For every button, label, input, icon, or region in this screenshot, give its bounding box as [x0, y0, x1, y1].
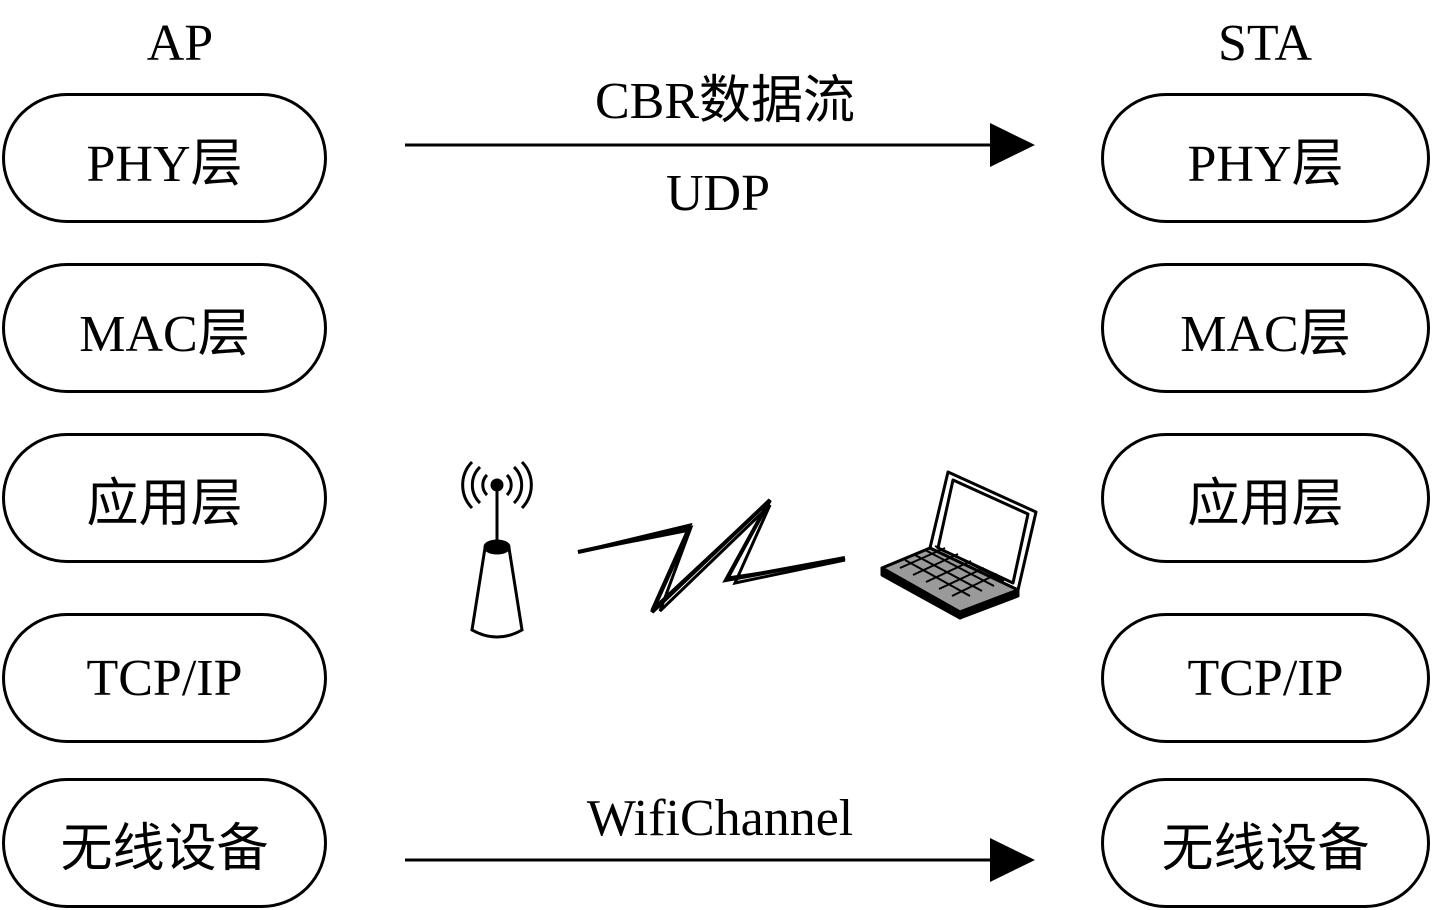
ap-layer-tcpip: TCP/IP	[2, 613, 327, 743]
ap-layer-phy: PHY层	[2, 93, 327, 223]
sta-title: STA	[1217, 15, 1313, 72]
antenna-tower-icon	[461, 460, 533, 639]
ap-layer-app: 应用层	[2, 433, 327, 563]
sta-layer-mac-label: MAC层	[1180, 305, 1351, 363]
sta-layer-tcpip: TCP/IP	[1101, 613, 1430, 743]
bottom-flow-arrow-icon	[405, 838, 1035, 882]
ap-layer-tcpip-label: TCP/IP	[86, 649, 243, 707]
sta-layer-device: 无线设备	[1101, 778, 1430, 908]
sta-layer-app-label: 应用层	[1187, 475, 1344, 533]
wireless-link-icon	[577, 498, 846, 614]
ap-title: AP	[146, 15, 214, 72]
sta-layer-device-label: 无线设备	[1161, 820, 1370, 878]
ap-layer-app-label: 应用层	[86, 475, 243, 533]
bottom-flow-label: WifiChannel	[586, 790, 854, 847]
ap-layer-phy-label: PHY层	[86, 135, 243, 193]
sta-layer-tcpip-label: TCP/IP	[1187, 649, 1344, 707]
sta-layer-phy-label: PHY层	[1187, 135, 1344, 193]
laptop-icon	[880, 470, 1038, 620]
ap-layer-device: 无线设备	[2, 778, 327, 908]
top-flow-arrow-icon	[405, 123, 1035, 167]
top-flow-protocol-label: UDP	[665, 165, 771, 222]
top-flow-label: CBR数据流	[594, 73, 856, 130]
ap-layer-mac: MAC层	[2, 263, 327, 393]
ap-layer-mac-label: MAC层	[79, 305, 250, 363]
sta-layer-app: 应用层	[1101, 433, 1430, 563]
sta-layer-phy: PHY层	[1101, 93, 1430, 223]
sta-layer-mac: MAC层	[1101, 263, 1430, 393]
ap-layer-device-label: 无线设备	[60, 820, 269, 878]
